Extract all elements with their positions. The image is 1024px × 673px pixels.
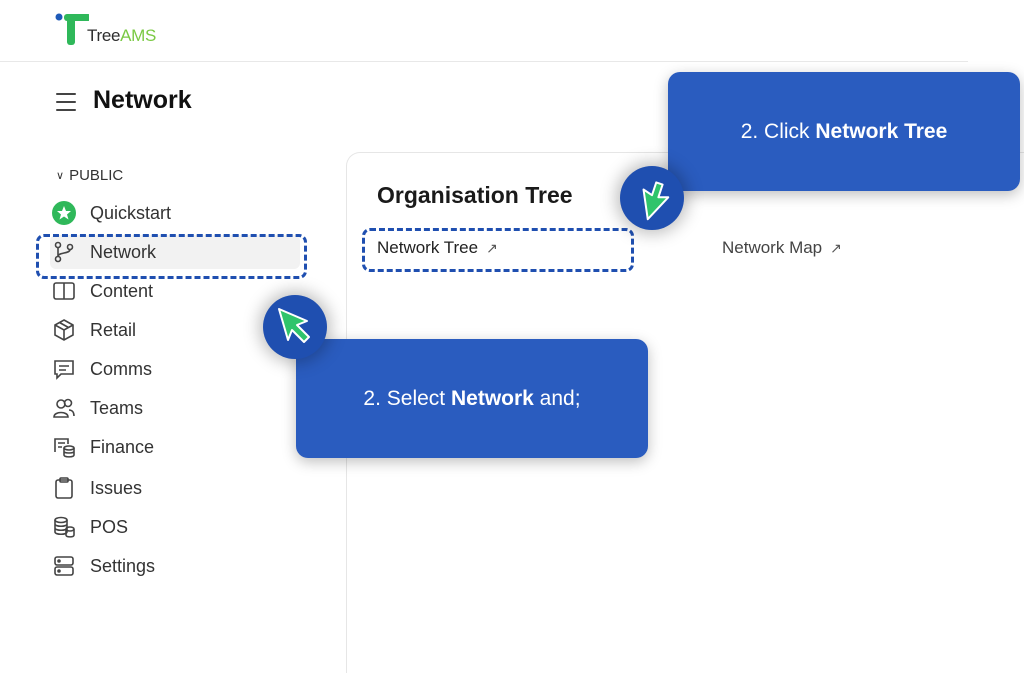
link-label: Network Tree [377, 238, 479, 257]
network-tree-link[interactable]: Network Tree ↗ [377, 238, 498, 258]
link-label: Network Map [722, 238, 823, 257]
sidebar-item-settings[interactable]: Settings [50, 549, 300, 583]
message-icon [54, 360, 74, 380]
sidebar-item-issues[interactable]: Issues [50, 471, 300, 505]
page-title: Network [93, 86, 192, 114]
callout-click-network-tree: 2. Click Network Tree [668, 72, 1020, 191]
server-icon [54, 556, 74, 576]
pointer-arrow-icon [263, 295, 327, 359]
brand-name: TreeAMS [87, 26, 157, 45]
star-badge-icon [52, 201, 76, 225]
sidebar-item-comms[interactable]: Comms [50, 352, 300, 386]
sidebar-item-label: Teams [90, 398, 144, 418]
sidebar-item-label: Retail [90, 320, 137, 340]
network-tree-highlight [362, 228, 634, 272]
sidebar-item-network[interactable]: Network [50, 235, 300, 269]
book-icon [53, 282, 75, 300]
sidebar-item-label: Network [90, 242, 157, 262]
sidebar-item-label: Quickstart [90, 203, 172, 223]
section-label: PUBLIC [69, 167, 124, 184]
users-icon [53, 398, 75, 418]
git-branch-icon [54, 241, 74, 263]
clipboard-icon [55, 477, 73, 499]
callout-select-network: 2. Select Network and; [296, 339, 648, 458]
sidebar-item-content[interactable]: Content [50, 274, 300, 308]
external-arrow-icon: ↗ [830, 240, 842, 256]
sidebar-item-retail[interactable]: Retail [50, 313, 300, 347]
treeams-logo-icon [55, 13, 89, 45]
sidebar-item-label: POS [90, 517, 129, 537]
organisation-tree-title: Organisation Tree [377, 182, 573, 208]
sidebar-item-quickstart[interactable]: Quickstart [50, 196, 300, 230]
pointer-arrow-icon [620, 166, 684, 230]
sidebar-item-label: Comms [90, 359, 152, 379]
sidebar-section-public[interactable]: ∨ PUBLIC [56, 167, 123, 184]
sidebar-item-label: Issues [90, 478, 143, 498]
coins-icon [54, 516, 75, 538]
brand-logo[interactable]: TreeAMS [55, 13, 175, 47]
sidebar-item-finance[interactable]: Finance [50, 430, 300, 464]
network-item-highlight [36, 234, 307, 279]
sidebar-item-label: Settings [90, 556, 156, 576]
top-bar: TreeAMS [0, 0, 968, 62]
sidebar-item-pos[interactable]: POS [50, 510, 300, 544]
network-map-link[interactable]: Network Map ↗ [722, 238, 842, 258]
external-arrow-icon: ↗ [486, 240, 498, 256]
finance-icon [54, 438, 75, 458]
sidebar-item-label: Content [90, 281, 154, 301]
hamburger-icon[interactable] [56, 93, 76, 111]
box-icon [54, 319, 74, 341]
sidebar-item-label: Finance [90, 437, 155, 457]
sidebar-item-teams[interactable]: Teams [50, 391, 300, 425]
chevron-down-icon: ∨ [56, 170, 65, 182]
